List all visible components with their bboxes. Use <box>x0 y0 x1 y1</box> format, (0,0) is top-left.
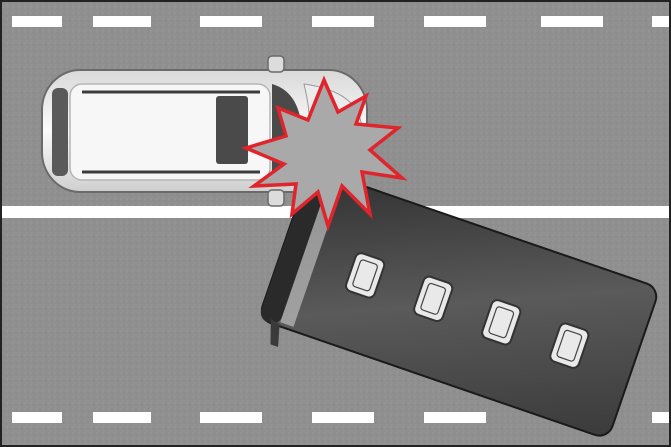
impact-burst-icon <box>240 75 408 232</box>
top-lane-dashes <box>12 16 671 27</box>
car-left-mirror-icon <box>267 55 285 73</box>
car-right-mirror-icon <box>267 189 285 207</box>
car-rear-window <box>52 88 68 176</box>
car-sunroof <box>216 96 248 164</box>
bus-windshield <box>260 170 329 324</box>
bus-mirror-icon <box>270 319 280 347</box>
bottom-lane-dashes <box>12 412 671 423</box>
